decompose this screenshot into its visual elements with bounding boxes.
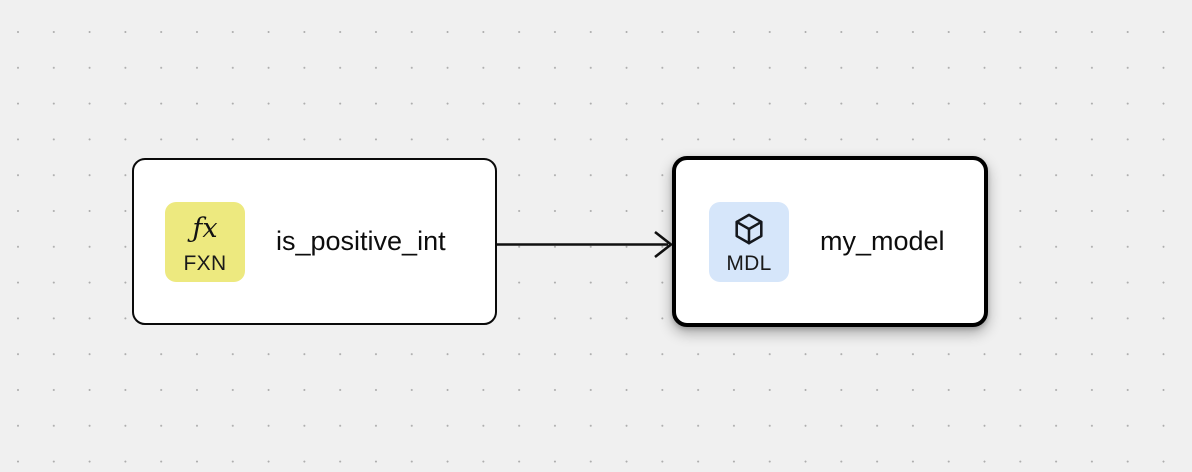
edge-is_positive_int-my_model[interactable] — [497, 230, 674, 259]
node-my-model[interactable]: MDL my_model — [672, 156, 988, 327]
arrow-head-icon — [654, 230, 674, 259]
mdl-badge: MDL — [709, 201, 789, 282]
fxn-badge: ƒx FXN — [165, 201, 245, 282]
node-title-is-positive-int: is_positive_int — [276, 225, 446, 256]
cube-icon — [731, 209, 767, 249]
node-title-my-model: my_model — [820, 225, 945, 256]
function-fx-icon: ƒx — [192, 209, 217, 249]
node-is-positive-int[interactable]: ƒx FXN is_positive_int — [132, 158, 497, 325]
fxn-badge-label: FXN — [183, 252, 227, 275]
mdl-badge-label: MDL — [726, 252, 772, 275]
fx-glyph-text: ƒx — [192, 212, 218, 244]
